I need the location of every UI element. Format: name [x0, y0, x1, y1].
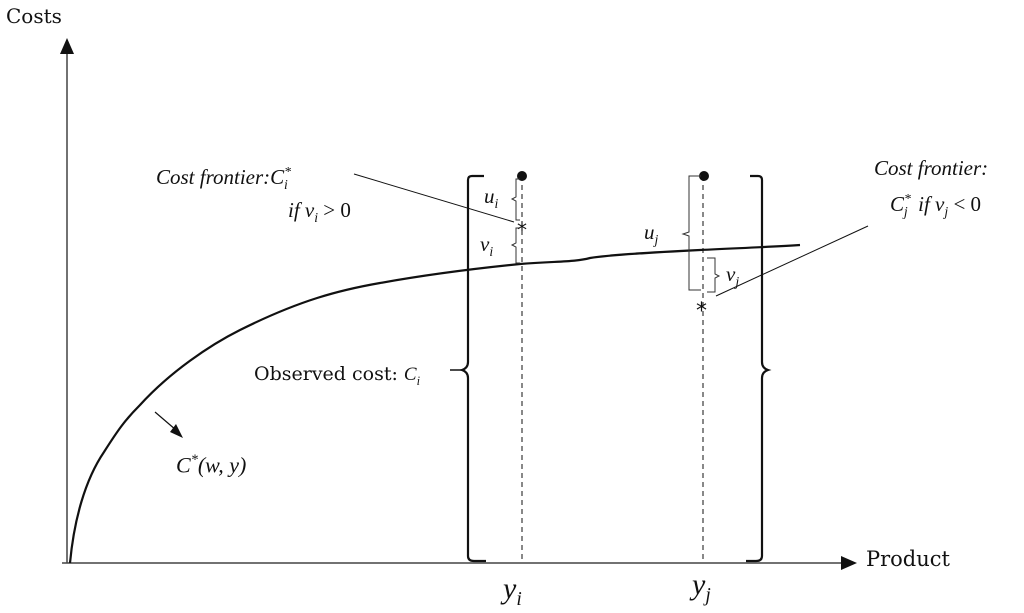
- y-axis: [60, 38, 74, 563]
- observed-cost-bracket-j: [746, 174, 772, 563]
- frontier-j-leader-line: [715, 225, 869, 297]
- frontier-i-condition: if vi > 0: [288, 198, 351, 226]
- frontier-j-condition: C*j if vj < 0: [890, 191, 982, 220]
- v-i-label: vi: [480, 232, 494, 260]
- frontier-i-label: Cost frontier:C*i: [156, 164, 291, 193]
- curve-pointer-line: [154, 411, 177, 431]
- v-i-brace: [510, 227, 520, 264]
- frontier-point-j-star-icon: *: [696, 299, 707, 324]
- u-i-brace: [510, 178, 520, 221]
- y-axis-arrow-icon: [60, 38, 74, 54]
- u-i-label: ui: [484, 184, 499, 212]
- v-j-label: vj: [726, 262, 740, 290]
- v-j-brace: [707, 257, 721, 293]
- x-axis-label: Product: [866, 547, 950, 571]
- curve-pointer-arrow-icon: [170, 424, 183, 438]
- observed-cost-label: Observed cost: Ci: [254, 363, 421, 388]
- x-axis-arrow-icon: [841, 556, 857, 570]
- observed-point-j: [699, 171, 709, 181]
- cost-frontier-curve: [68, 243, 801, 564]
- cost-function-label: C*(w, y): [176, 452, 247, 478]
- frontier-point-i-star-icon: *: [517, 218, 527, 242]
- frontier-i-leader-line: [353, 173, 515, 223]
- y-axis-label: Costs: [6, 4, 62, 28]
- u-j-brace: [681, 175, 701, 291]
- y-j-tick-label: yj: [692, 568, 711, 606]
- frontier-j-label: Cost frontier:: [874, 156, 989, 180]
- x-axis: [62, 556, 857, 570]
- u-j-label: uj: [644, 220, 659, 248]
- y-i-tick-label: yi: [503, 572, 522, 610]
